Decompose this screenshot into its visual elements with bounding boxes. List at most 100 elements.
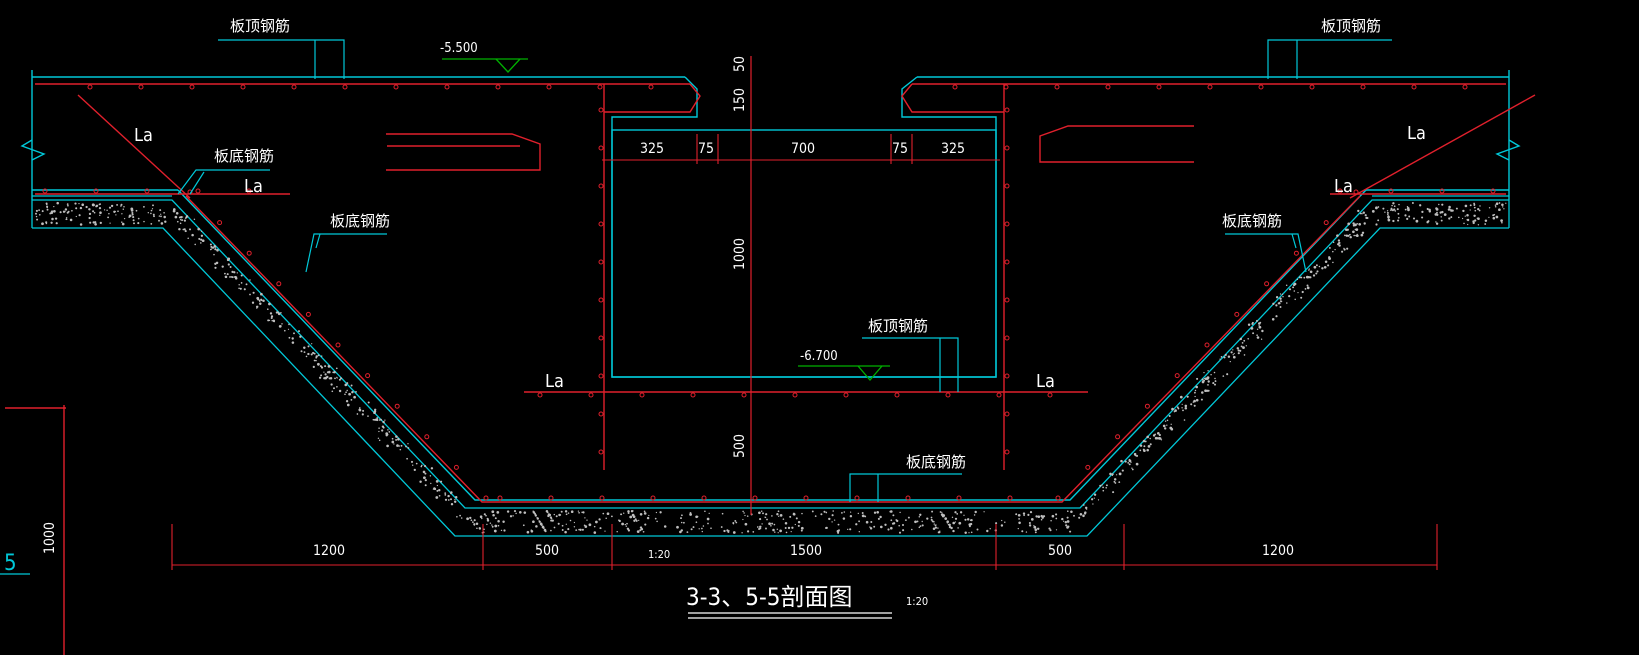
concrete-speck bbox=[577, 510, 580, 512]
concrete-speck bbox=[178, 227, 181, 231]
rebar-dot bbox=[1055, 495, 1061, 501]
concrete-speck bbox=[35, 215, 38, 218]
concrete-speck bbox=[624, 523, 627, 526]
concrete-speck bbox=[361, 413, 364, 416]
concrete-speck bbox=[930, 516, 933, 519]
rebar-dot bbox=[548, 495, 554, 501]
dim-1000-side: 1000 bbox=[42, 522, 58, 554]
concrete-speck bbox=[91, 203, 95, 207]
concrete-speck bbox=[887, 528, 890, 531]
concrete-speck bbox=[1365, 216, 1368, 220]
concrete-speck bbox=[1022, 512, 1026, 515]
concrete-speck bbox=[553, 526, 556, 529]
rebar-dot bbox=[276, 281, 282, 287]
concrete-speck bbox=[412, 464, 414, 466]
concrete-speck bbox=[582, 511, 585, 514]
rebar-dot bbox=[996, 392, 1002, 398]
concrete-speck bbox=[1362, 211, 1366, 214]
rebar-dot bbox=[1004, 183, 1010, 189]
text-labels: 板顶钢筋 板顶钢筋 板顶钢筋 板底钢筋 板底钢筋 板底钢筋 板底钢筋 bbox=[214, 17, 1381, 471]
concrete-speck bbox=[1297, 292, 1299, 294]
concrete-speck bbox=[759, 518, 762, 521]
concrete-speck bbox=[1441, 203, 1444, 206]
concrete-speck bbox=[1109, 472, 1112, 476]
concrete-speck bbox=[1382, 207, 1385, 210]
rebar-dot bbox=[1004, 145, 1010, 151]
concrete-speck bbox=[336, 376, 338, 379]
concrete-speck bbox=[1049, 529, 1052, 532]
concrete-speck bbox=[776, 528, 779, 531]
concrete-speck bbox=[573, 526, 576, 528]
concrete-speck bbox=[1004, 521, 1006, 524]
concrete-speck bbox=[55, 222, 58, 225]
concrete-speck bbox=[137, 217, 140, 220]
concrete-speck bbox=[941, 514, 945, 518]
concrete-speck bbox=[183, 228, 186, 231]
rebar-dot bbox=[597, 84, 603, 90]
concrete-speck bbox=[857, 512, 859, 515]
concrete-speck bbox=[706, 517, 710, 521]
concrete-speck bbox=[686, 531, 689, 533]
concrete-speck bbox=[334, 377, 336, 380]
concrete-speck bbox=[1338, 244, 1341, 247]
concrete-speck bbox=[438, 489, 441, 492]
concrete-speck bbox=[114, 210, 116, 213]
concrete-speck bbox=[1139, 449, 1142, 452]
concrete-speck bbox=[1332, 261, 1334, 264]
concrete-speck bbox=[116, 203, 119, 206]
concrete-speck bbox=[1473, 202, 1475, 205]
concrete-speck bbox=[1127, 462, 1130, 464]
concrete-speck bbox=[92, 221, 95, 224]
concrete-speck bbox=[1083, 512, 1087, 515]
concrete-speck bbox=[1177, 407, 1180, 410]
concrete-speck bbox=[1461, 217, 1464, 220]
rebar-dots bbox=[42, 84, 1496, 501]
concrete-speck bbox=[918, 526, 921, 529]
concrete-speck bbox=[1458, 216, 1460, 219]
concrete-speck bbox=[1118, 481, 1120, 483]
concrete-speck bbox=[743, 512, 745, 514]
concrete-speck bbox=[1034, 531, 1037, 534]
concrete-speck bbox=[968, 532, 970, 534]
concrete-speck bbox=[814, 515, 817, 517]
rebar-dot bbox=[87, 84, 93, 90]
concrete-speck bbox=[410, 460, 414, 463]
concrete-speck bbox=[1111, 473, 1114, 476]
concrete-speck bbox=[251, 301, 255, 304]
concrete-speck bbox=[1324, 260, 1328, 263]
concrete-speck bbox=[941, 511, 943, 514]
concrete-speck bbox=[1505, 202, 1507, 204]
concrete-speck bbox=[324, 373, 327, 376]
concrete-speck bbox=[335, 367, 338, 370]
concrete-speck bbox=[1271, 318, 1275, 321]
concrete-speck bbox=[50, 210, 54, 213]
dim-1000-inner: 1000 bbox=[732, 238, 748, 270]
level-text-top: -5.500 bbox=[440, 41, 478, 56]
concrete-speck bbox=[1207, 380, 1210, 383]
concrete-speck bbox=[272, 319, 276, 323]
level-markers bbox=[442, 58, 890, 381]
concrete-speck bbox=[1275, 315, 1278, 318]
concrete-speck bbox=[1501, 203, 1504, 207]
concrete-speck bbox=[236, 272, 238, 274]
rebar-dot bbox=[1353, 189, 1359, 195]
concrete-speck bbox=[340, 377, 343, 380]
concrete-speck bbox=[1404, 208, 1407, 211]
concrete-speck bbox=[503, 529, 506, 532]
concrete-speck bbox=[550, 517, 553, 520]
concrete-speck bbox=[1142, 439, 1146, 443]
concrete-speck bbox=[315, 355, 318, 358]
concrete-speck bbox=[502, 520, 505, 524]
concrete-speck bbox=[1261, 329, 1264, 333]
concrete-speck bbox=[1195, 398, 1199, 402]
concrete-speck bbox=[1344, 234, 1346, 237]
concrete-speck bbox=[1436, 211, 1438, 214]
concrete-speck bbox=[879, 525, 883, 529]
concrete-speck bbox=[1190, 403, 1193, 406]
concrete-speck bbox=[213, 253, 215, 256]
concrete-speck bbox=[245, 283, 248, 286]
concrete-speck bbox=[1474, 219, 1477, 222]
concrete-speck bbox=[164, 220, 167, 223]
concrete-speck bbox=[1232, 354, 1234, 356]
rebar-dot bbox=[854, 495, 860, 501]
